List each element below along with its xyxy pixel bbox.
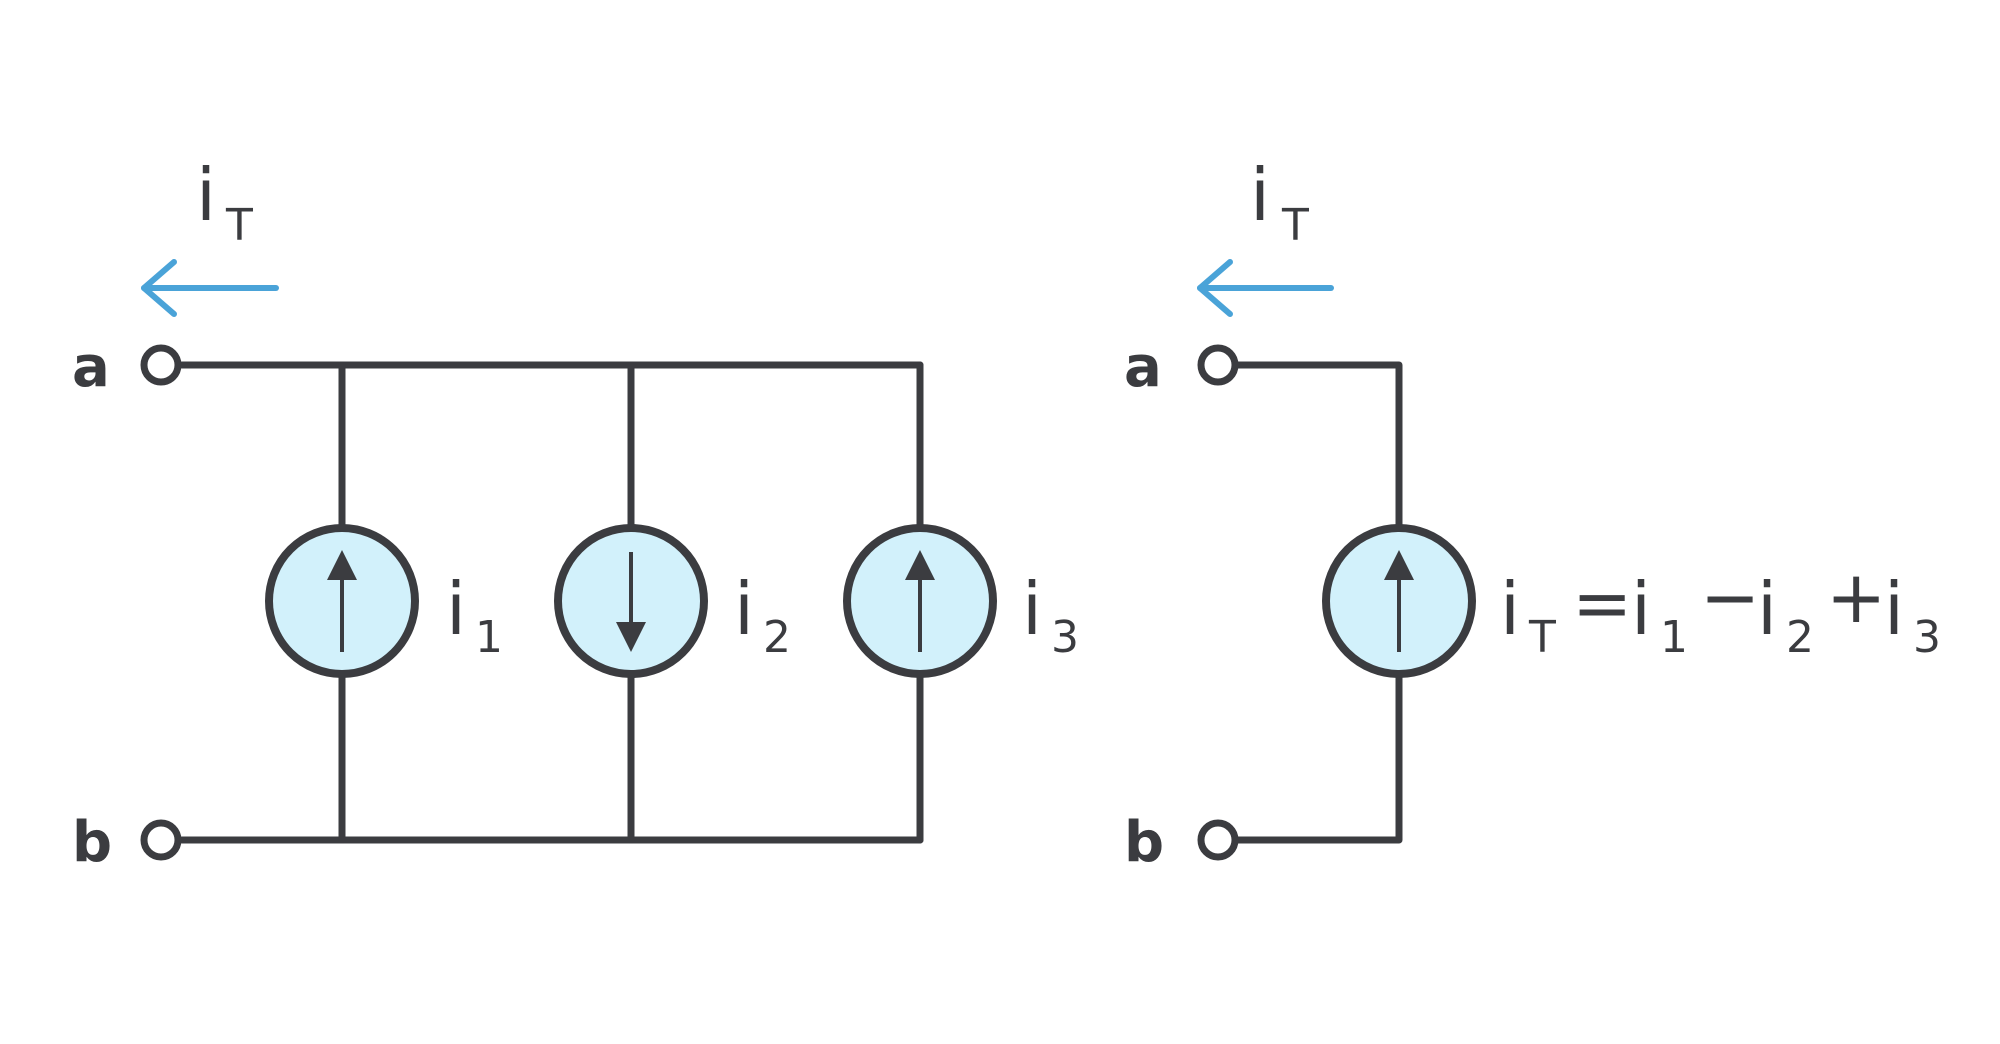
right-terminal-a-label: a bbox=[1124, 335, 1162, 400]
left-total-current-subscript: T bbox=[225, 200, 253, 251]
equation-term-3-subscript: 3 bbox=[1913, 612, 1941, 663]
source-3-subscript: 3 bbox=[1051, 612, 1079, 663]
equation-term-3-operator: + bbox=[1826, 555, 1886, 639]
source-3-symbol: i bbox=[1022, 567, 1042, 651]
equation-lhs-symbol: i bbox=[1500, 567, 1520, 651]
source-1-subscript: 1 bbox=[475, 612, 503, 663]
equation-lhs-subscript: T bbox=[1528, 612, 1556, 663]
left-circuit: i T a b i 1 i 2 i 3 bbox=[72, 153, 1079, 875]
left-terminal-a-label: a bbox=[72, 335, 110, 400]
equation-term-3-symbol: i bbox=[1884, 567, 1904, 651]
right-top-wire bbox=[1232, 361, 1403, 530]
source-2-symbol: i bbox=[734, 567, 754, 651]
current-equation: i T = i 1 − i 2 + i 3 bbox=[1500, 555, 1941, 663]
source-1-symbol: i bbox=[446, 567, 466, 651]
left-terminal-b bbox=[140, 819, 182, 861]
equation-term-1-subscript: 1 bbox=[1660, 612, 1688, 663]
source-2-down-arrow-icon bbox=[616, 622, 646, 652]
equation-term-2-symbol: i bbox=[1757, 567, 1777, 651]
right-circuit: i T a b i T = i 1 − i 2 + i 3 bbox=[1124, 153, 1941, 875]
right-bottom-wire bbox=[1232, 672, 1403, 844]
right-terminal-b-label: b bbox=[1124, 810, 1164, 875]
left-terminal-b-label: b bbox=[72, 810, 112, 875]
equation-equals: = bbox=[1572, 561, 1632, 645]
left-total-current-symbol: i bbox=[196, 153, 216, 237]
source-2-subscript: 2 bbox=[763, 612, 791, 663]
right-total-current-subscript: T bbox=[1281, 200, 1309, 251]
source-1-up-arrow-icon bbox=[327, 550, 357, 580]
equivalent-source-up-arrow-icon bbox=[1384, 550, 1414, 580]
equation-term-2-operator: − bbox=[1700, 555, 1760, 639]
source-3-up-arrow-icon bbox=[905, 550, 935, 580]
right-total-current-symbol: i bbox=[1250, 153, 1270, 237]
equation-term-2-subscript: 2 bbox=[1786, 612, 1814, 663]
left-terminal-a bbox=[140, 344, 182, 386]
equation-term-1-symbol: i bbox=[1631, 567, 1651, 651]
right-terminal-b bbox=[1197, 819, 1239, 861]
right-terminal-a bbox=[1197, 344, 1239, 386]
